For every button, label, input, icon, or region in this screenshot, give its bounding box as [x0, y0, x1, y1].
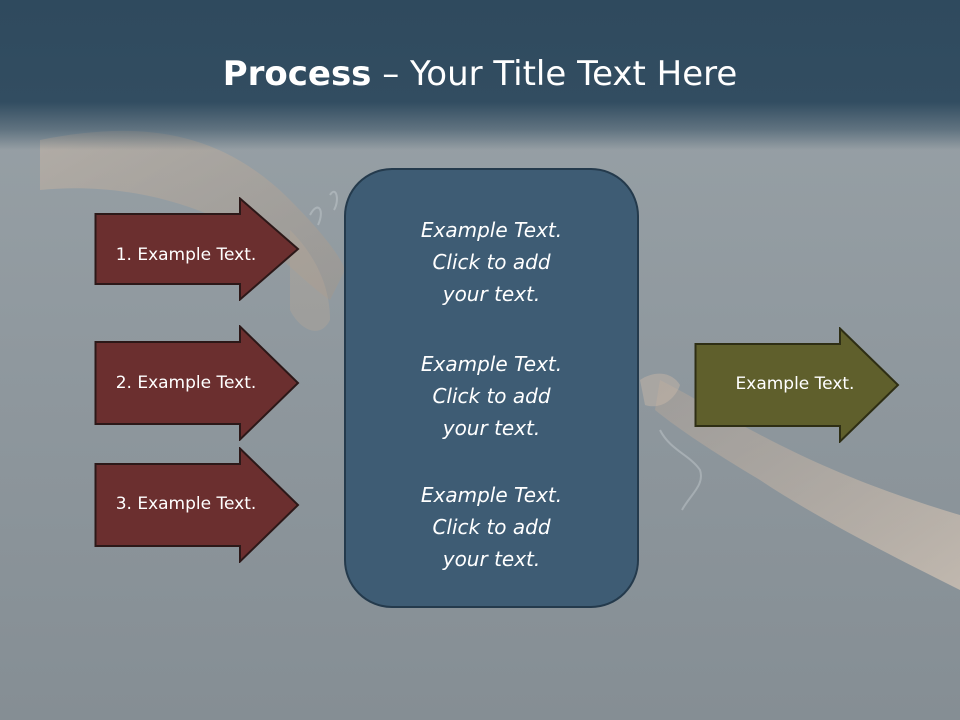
center-block-2-line-1: Example Text. — [420, 352, 563, 376]
center-block-2-line-3: your text. — [442, 416, 541, 440]
center-block-3-line-1: Example Text. — [420, 483, 563, 507]
left-item-1-label: 1. Example Text. — [115, 245, 257, 265]
center-text-block-3: Example Text. Click to add your text. — [346, 479, 637, 575]
output-label: Example Text. — [735, 374, 855, 394]
left-item-3-label: 3. Example Text. — [115, 494, 257, 514]
left-arrow-1 — [94, 197, 300, 301]
center-block-1-line-3: your text. — [442, 282, 541, 306]
output-arrow — [694, 327, 900, 443]
center-process-box: Example Text. Click to add your text. Ex… — [344, 168, 639, 608]
center-block-1-line-1: Example Text. — [420, 218, 563, 242]
title-bold: Process — [222, 54, 372, 94]
center-text-block-1: Example Text. Click to add your text. — [346, 214, 637, 310]
slide-title: Process – Your Title Text Here — [0, 52, 960, 96]
left-item-2-label: 2. Example Text. — [115, 373, 257, 393]
center-block-2-line-2: Click to add — [432, 384, 551, 408]
center-block-3-line-3: your text. — [442, 547, 541, 571]
center-block-1-line-2: Click to add — [432, 250, 551, 274]
left-arrow-2 — [94, 325, 300, 441]
title-rest: – Your Title Text Here — [371, 54, 738, 94]
left-arrow-3 — [94, 447, 300, 563]
header-band — [0, 0, 960, 150]
center-block-3-line-2: Click to add — [432, 515, 551, 539]
center-text-block-2: Example Text. Click to add your text. — [346, 348, 637, 444]
